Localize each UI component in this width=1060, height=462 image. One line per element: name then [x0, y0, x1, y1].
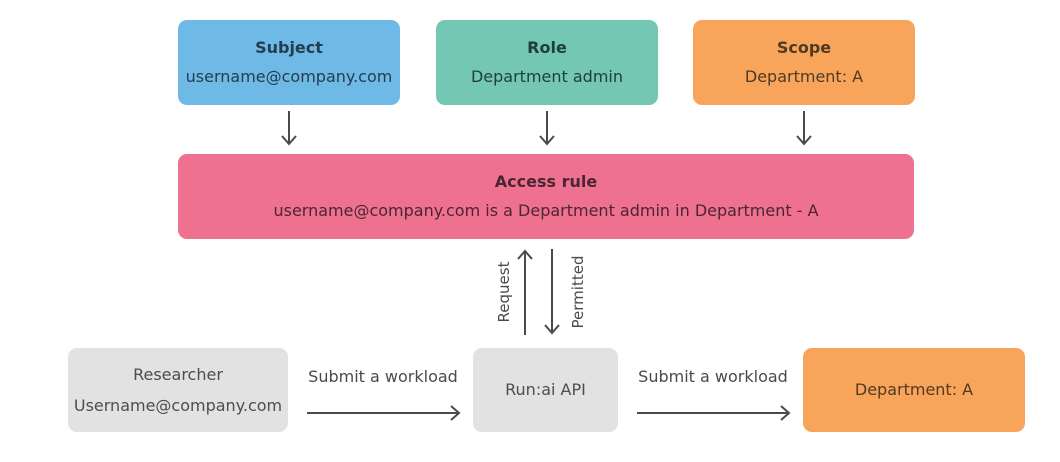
- scope-box: Scope Department: A: [693, 20, 915, 105]
- researcher-box: Researcher Username@company.com: [68, 348, 288, 432]
- researcher-box-value: Username@company.com: [73, 395, 283, 415]
- arrow-right-icon: [306, 401, 462, 425]
- role-box: Role Department admin: [436, 20, 658, 105]
- subject-box-title: Subject: [255, 38, 323, 57]
- arrow-down-icon: [792, 110, 816, 147]
- access-rule-box: Access rule username@company.com is a De…: [178, 154, 914, 239]
- researcher-box-title: Researcher: [133, 364, 223, 384]
- permitted-label: Permitted: [569, 255, 587, 329]
- arrow-down-icon: [277, 110, 301, 147]
- arrow-right-icon: [636, 401, 792, 425]
- department-box: Department: A: [803, 348, 1025, 432]
- role-box-title: Role: [527, 38, 567, 57]
- arrow-down-icon: [535, 110, 559, 147]
- department-box-label: Department: A: [854, 380, 974, 399]
- submit-workload-label-right: Submit a workload: [638, 367, 788, 386]
- submit-workload-label-left: Submit a workload: [308, 367, 458, 386]
- access-rule-title: Access rule: [494, 172, 598, 191]
- request-label: Request: [495, 261, 513, 323]
- scope-box-value: Department: A: [744, 67, 864, 86]
- role-box-value: Department admin: [470, 67, 624, 86]
- arrow-up-icon: [513, 248, 537, 336]
- runai-api-label: Run:ai API: [505, 380, 586, 399]
- subject-box: Subject username@company.com: [178, 20, 400, 105]
- access-rule-value: username@company.com is a Department adm…: [273, 201, 819, 220]
- runai-api-box: Run:ai API: [473, 348, 618, 432]
- subject-box-value: username@company.com: [185, 67, 393, 86]
- scope-box-title: Scope: [776, 38, 832, 57]
- arrow-down-icon: [540, 248, 564, 336]
